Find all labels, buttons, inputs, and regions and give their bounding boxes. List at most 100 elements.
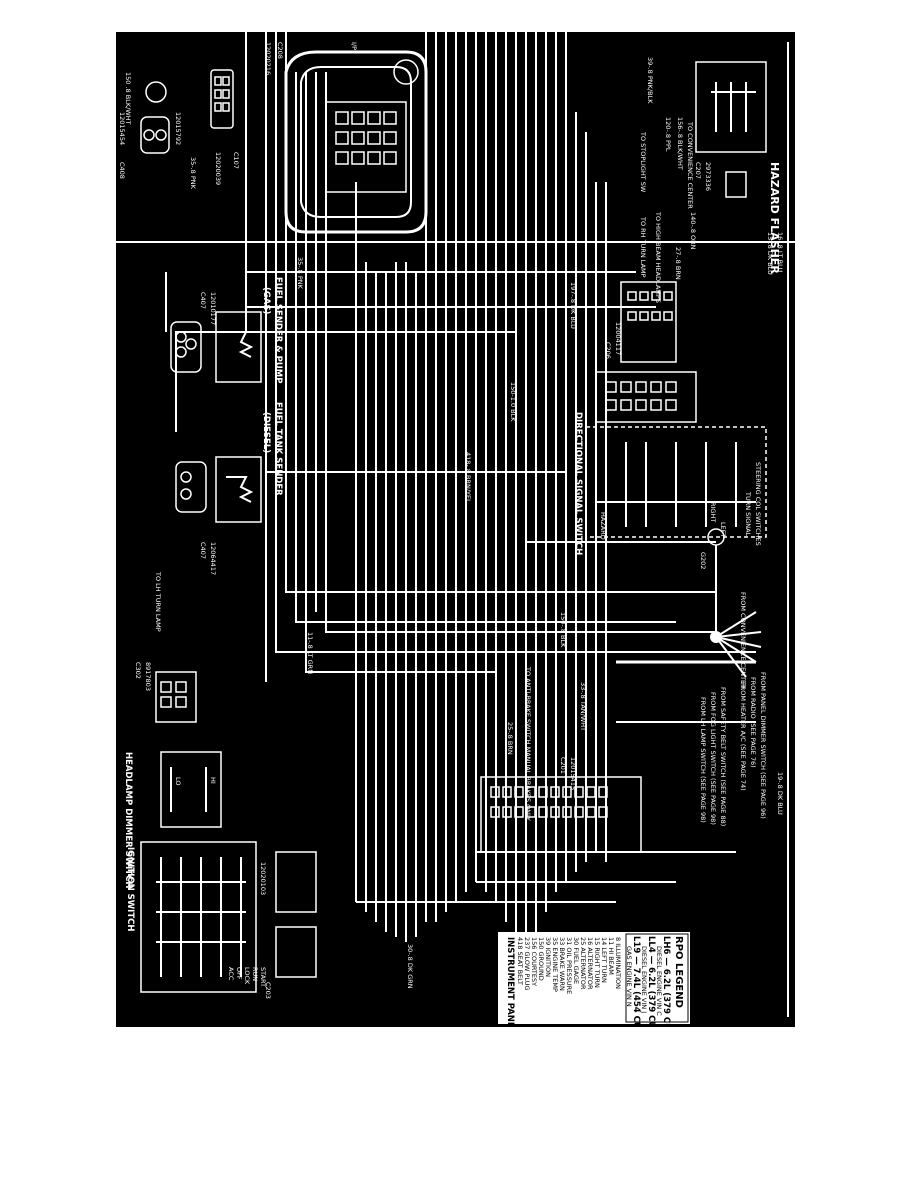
connector-c408: 150 .8 BLK/WHT 12015454 12015792 C408 xyxy=(118,72,182,179)
hazard-flasher-title: HAZARD FLASHER xyxy=(768,162,781,274)
svg-text:LO: LO xyxy=(174,777,182,786)
svg-text:25-.8 BRN: 25-.8 BRN xyxy=(506,722,514,755)
svg-text:I/P: I/P xyxy=(350,42,358,50)
svg-text:FROM LH LAMP SWITCH (SEE PAGE: FROM LH LAMP SWITCH (SEE PAGE 98) xyxy=(699,697,707,823)
fuse-block: 12020216 C208 I/P xyxy=(264,42,428,234)
svg-text:2973336: 2973336 xyxy=(704,162,712,191)
svg-text:156 COURTESY: 156 COURTESY xyxy=(530,937,538,986)
svg-text:RIGHT: RIGHT xyxy=(709,502,717,522)
svg-text:GAS ENGINE VIN N: GAS ENGINE VIN N xyxy=(625,946,633,1007)
svg-text:25 ALTERNATOR: 25 ALTERNATOR xyxy=(579,937,587,990)
svg-text:150 GROUND: 150 GROUND xyxy=(537,937,545,981)
note-labels: TO CONVENIENCE CENTER TO STOPLIGHT SW TO… xyxy=(524,121,767,826)
connector-c206: 12004117 C206 xyxy=(604,281,677,363)
svg-text:12010177: 12010177 xyxy=(209,292,217,325)
svg-text:TO CONVENIENCE CENTER: TO CONVENIENCE CENTER xyxy=(686,121,694,209)
svg-text:(DIESEL): (DIESEL) xyxy=(261,412,271,453)
legend-title: RPO LEGEND xyxy=(673,936,684,1008)
svg-text:C208: C208 xyxy=(276,42,284,59)
svg-text:L19 — 7.4L (454 CU. IN.) V8: L19 — 7.4L (454 CU. IN.) V8 xyxy=(631,936,641,1027)
svg-text:11-.8 LT GRN: 11-.8 LT GRN xyxy=(306,632,314,674)
svg-text:16 ALTERNATOR: 16 ALTERNATOR xyxy=(586,937,594,990)
svg-text:G202: G202 xyxy=(699,552,707,569)
svg-text:FROM PANEL DIMMER SWITCH (SEE: FROM PANEL DIMMER SWITCH (SEE PAGE 96) xyxy=(759,672,767,819)
svg-text:12020216: 12020216 xyxy=(264,42,272,75)
svg-text:C302: C302 xyxy=(134,662,142,679)
svg-text:39-.8 PNK/BLK: 39-.8 PNK/BLK xyxy=(646,57,654,104)
svg-text:DIESEL ENGINE VIN C: DIESEL ENGINE VIN C xyxy=(655,946,663,1016)
svg-text:TURN SIGNAL: TURN SIGNAL xyxy=(744,491,752,537)
svg-text:14 LEFT TURN: 14 LEFT TURN xyxy=(600,937,608,983)
svg-text:8 ILLUMINATION: 8 ILLUMINATION xyxy=(614,937,622,989)
svg-text:(GAS): (GAS) xyxy=(261,287,271,315)
svg-text:30-.8 DK GRN: 30-.8 DK GRN xyxy=(406,944,414,989)
svg-text:27-.8 BRN: 27-.8 BRN xyxy=(674,247,682,280)
svg-text:12064417: 12064417 xyxy=(209,542,217,575)
svg-text:ACC: ACC xyxy=(227,967,235,981)
fuel-sender-title: FUEL SENDER & PUMP xyxy=(273,277,283,384)
splice-s207: FROM CONVENIENCE CENTER xyxy=(710,592,762,689)
svg-text:418-.8 BRN/YEL: 418-.8 BRN/YEL xyxy=(464,452,472,503)
svg-text:15 RIGHT TURN: 15 RIGHT TURN xyxy=(593,937,601,988)
svg-text:30 FUEL GAGE: 30 FUEL GAGE xyxy=(572,937,580,984)
svg-text:140-.8 ORN: 140-.8 ORN xyxy=(689,212,697,250)
svg-text:35-.8 PNK: 35-.8 PNK xyxy=(296,257,304,290)
wire-labels: 39-.8 PNK/BLK 140-.8 ORN 16-.8 LT BLU 15… xyxy=(296,57,784,989)
headlamp-dimmer-title: HEADLAMP DIMMER SWITCH xyxy=(123,752,133,888)
directional-signal-switch: DIRECTIONAL SIGNAL SWITCH STEERING COL S… xyxy=(573,371,767,555)
cross-wires xyxy=(116,32,795,903)
legend-box: RPO LEGEND LH6 — 6.2L (379 CU. IN.) V8 D… xyxy=(498,932,690,1027)
svg-text:TO HIGH BEAM HEADLAMPS: TO HIGH BEAM HEADLAMPS xyxy=(654,211,662,303)
svg-text:FROM HEATER A/C (SEE PAGE 74): FROM HEATER A/C (SEE PAGE 74) xyxy=(739,682,747,791)
wiring-diagram: 150 .8 BLK/WHT 12015454 12015792 C408 12… xyxy=(116,32,795,1027)
svg-text:12020039: 12020039 xyxy=(214,152,222,185)
fuel-sender-pump: FUEL SENDER & PUMP (GAS) 12010177 C407 xyxy=(170,277,283,384)
fuel-tank-sender-title: FUEL TANK SENDER xyxy=(273,402,283,496)
svg-text:DIESEL ENGINE VIN J: DIESEL ENGINE VIN J xyxy=(640,946,648,1013)
svg-text:START: START xyxy=(259,967,267,987)
svg-text:33-.8 TAN/WHT: 33-.8 TAN/WHT xyxy=(579,682,587,731)
svg-text:39 IGNITION: 39 IGNITION xyxy=(544,937,552,977)
note-high-beam: TO LH TURN LAMP xyxy=(154,571,162,632)
instrument-cluster-connector: 12015415 C201 xyxy=(480,757,642,853)
svg-text:TO STOPLIGHT SW: TO STOPLIGHT SW xyxy=(639,131,647,193)
svg-text:15-.8 DK BLU: 15-.8 DK BLU xyxy=(766,232,774,275)
svg-text:16-.8 LT BLU: 16-.8 LT BLU xyxy=(776,232,784,272)
svg-text:150-.8 BLK: 150-.8 BLK xyxy=(559,612,567,648)
svg-text:FROM RADIO (SEE PAGE 76): FROM RADIO (SEE PAGE 76) xyxy=(749,677,757,768)
svg-text:LL4 — 6.2L (379 CU. IN.) V8: LL4 — 6.2L (379 CU. IN.) V8 xyxy=(646,936,656,1027)
svg-text:HAZARD: HAZARD xyxy=(599,512,607,540)
ground-g202: G202 xyxy=(699,528,725,632)
svg-text:RUN: RUN xyxy=(251,967,259,981)
svg-text:STEERING COL SWITCHES: STEERING COL SWITCHES xyxy=(754,462,762,546)
svg-text:12004117: 12004117 xyxy=(614,322,622,355)
svg-text:C407: C407 xyxy=(199,542,207,559)
hazard-flasher: 2973336 C207 HAZARD FLASHER xyxy=(694,61,781,274)
svg-text:12015415: 12015415 xyxy=(569,757,577,790)
svg-text:12015454: 12015454 xyxy=(118,112,126,145)
svg-text:156-.8 BLK/WHT: 156-.8 BLK/WHT xyxy=(676,117,684,170)
svg-text:33 BRAKE WARN: 33 BRAKE WARN xyxy=(558,937,566,991)
svg-text:FROM SAFETY BELT SWITCH (SEE P: FROM SAFETY BELT SWITCH (SEE PAGE 88) xyxy=(719,687,727,826)
svg-text:FROM CONVENIENCE CENTER: FROM CONVENIENCE CENTER xyxy=(739,592,747,689)
ignition-switch-title: IGNITION SWITCH xyxy=(125,847,135,932)
svg-text:237 GLOW PLUG: 237 GLOW PLUG xyxy=(523,937,531,991)
svg-text:LOCK: LOCK xyxy=(243,967,251,985)
svg-text:LH6 — 6.2L (379 CU. IN.) V8: LH6 — 6.2L (379 CU. IN.) V8 xyxy=(661,936,671,1027)
svg-text:C408: C408 xyxy=(118,162,126,179)
svg-text:FROM FOG LIGHT SWITCH (SEE PAG: FROM FOG LIGHT SWITCH (SEE PAGE 98) xyxy=(709,692,717,825)
svg-text:TO ANTI-BRAKE SWITCH MANUAL BR: TO ANTI-BRAKE SWITCH MANUAL BRAKES ONLY xyxy=(524,666,532,821)
svg-text:11 HI BEAM: 11 HI BEAM xyxy=(607,937,615,975)
svg-text:OFF: OFF xyxy=(235,967,243,980)
cluster-pin-list: 8 ILLUMINATION 11 HI BEAM 14 LEFT TURN 1… xyxy=(516,937,622,994)
svg-text:35-.8 PNK: 35-.8 PNK xyxy=(189,157,197,190)
svg-text:120-.8 PPL: 120-.8 PPL xyxy=(664,117,672,152)
svg-text:C206: C206 xyxy=(604,342,612,359)
svg-text:8917803: 8917803 xyxy=(144,662,152,691)
svg-text:C203: C203 xyxy=(264,982,272,999)
svg-text:C107: C107 xyxy=(232,152,240,169)
svg-text:C407: C407 xyxy=(199,292,207,309)
wiring-diagram-panel: 150 .8 BLK/WHT 12015454 12015792 C408 12… xyxy=(116,32,795,1027)
svg-text:197-.8 DK BLU: 197-.8 DK BLU xyxy=(569,282,577,329)
instrument-cluster-title: INSTRUMENT PANEL CLUSTER xyxy=(505,937,515,1027)
